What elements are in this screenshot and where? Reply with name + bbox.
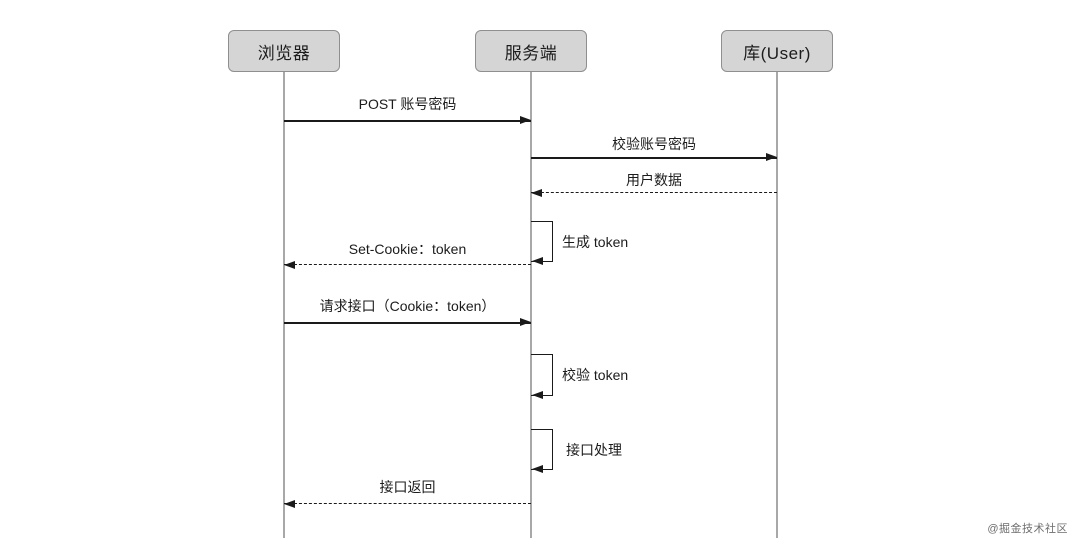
message-line-post-credentials <box>284 120 531 122</box>
arrowhead-left-icon <box>284 499 295 508</box>
message-label-user-data: 用户数据 <box>626 172 682 188</box>
watermark: @掘金技术社区 <box>987 523 1068 535</box>
actor-label-browser: 浏览器 <box>257 43 311 63</box>
actor-box-server: 服务端 <box>475 30 587 72</box>
lifeline-database <box>776 72 778 538</box>
arrowhead-left-icon <box>284 260 295 269</box>
message-line-request-api <box>284 322 531 324</box>
actor-label-server: 服务端 <box>504 43 558 63</box>
arrowhead-left-icon <box>532 390 543 399</box>
message-label-request-api: 请求接口（Cookie：token） <box>319 298 496 314</box>
message-label-api-return: 接口返回 <box>379 479 436 495</box>
arrowhead-left-icon <box>532 256 543 265</box>
message-line-set-cookie <box>284 264 531 265</box>
arrowhead-right-icon <box>520 116 531 125</box>
actor-label-database: 库(User) <box>743 43 811 63</box>
arrowhead-right-icon <box>766 153 777 162</box>
lifeline-server <box>530 72 532 538</box>
arrowhead-left-icon <box>531 188 542 197</box>
message-label-post-credentials: POST 账号密码 <box>358 96 457 112</box>
message-label-verify-credentials: 校验账号密码 <box>612 136 696 152</box>
message-label-api-processing: 接口处理 <box>566 442 622 458</box>
lifeline-browser <box>283 72 285 538</box>
message-line-user-data <box>531 192 777 193</box>
message-label-set-cookie: Set-Cookie：token <box>348 241 467 257</box>
actor-box-browser: 浏览器 <box>228 30 340 72</box>
message-label-generate-token: 生成 token <box>562 234 629 250</box>
message-label-verify-token: 校验 token <box>562 367 629 383</box>
message-line-verify-credentials <box>531 157 777 159</box>
arrowhead-right-icon <box>520 318 531 327</box>
arrowhead-left-icon <box>532 464 543 473</box>
actor-box-database: 库(User) <box>721 30 833 72</box>
message-line-api-return <box>284 503 531 504</box>
